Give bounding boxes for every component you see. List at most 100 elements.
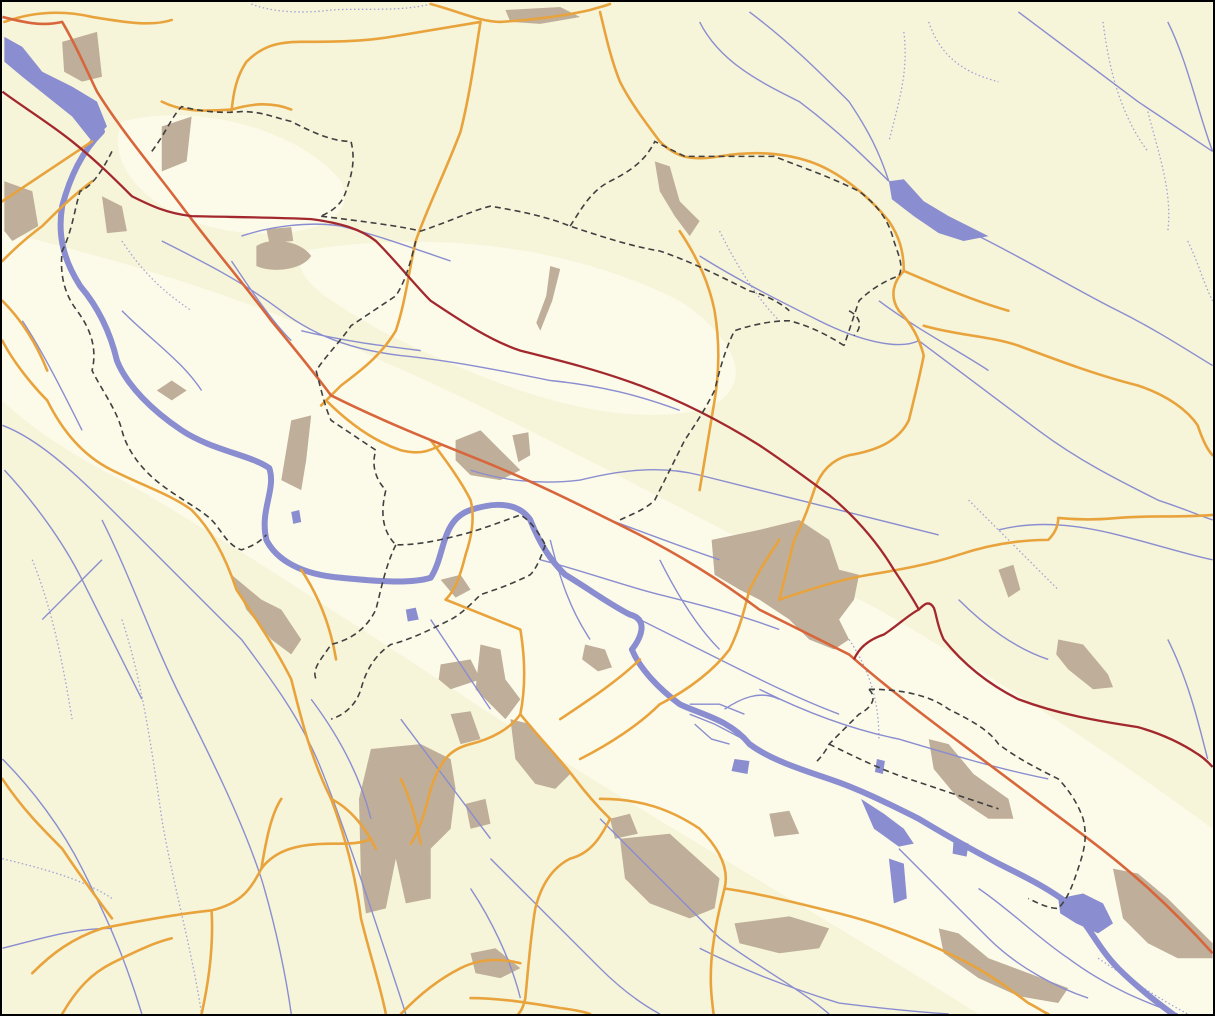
- municipal-boundary: [321, 205, 790, 312]
- municipal-boundary: [848, 310, 861, 337]
- road: [409, 598, 526, 845]
- intermittent-stream: [928, 21, 999, 83]
- road: [519, 712, 612, 821]
- stream: [489, 858, 661, 1014]
- settlement: [450, 711, 481, 745]
- stream: [400, 718, 492, 840]
- road: [30, 837, 373, 975]
- settlement: [582, 644, 612, 672]
- municipal-boundary: [330, 544, 547, 720]
- road: [299, 568, 338, 661]
- road: [922, 324, 1213, 457]
- municipal-boundary: [314, 544, 397, 680]
- stream: [998, 523, 1213, 561]
- stream: [699, 255, 920, 346]
- road: [902, 269, 1010, 313]
- settlement: [4, 181, 39, 242]
- stream: [918, 340, 1213, 521]
- intermittent-stream: [251, 3, 431, 13]
- pond: [874, 759, 885, 774]
- stream: [2, 424, 407, 1014]
- stream: [689, 713, 740, 738]
- stream: [430, 619, 492, 710]
- settlement: [156, 380, 187, 401]
- stream: [898, 848, 1089, 999]
- stream: [241, 223, 451, 262]
- intermittent-stream-layer: [2, 3, 1213, 1014]
- stream: [958, 599, 1049, 661]
- settlement: [654, 161, 700, 237]
- settlement: [734, 916, 830, 954]
- settlement: [470, 948, 521, 979]
- settlement: [512, 432, 531, 463]
- municipal-boundary: [211, 519, 267, 551]
- municipal-boundary: [619, 319, 845, 521]
- stream: [101, 519, 292, 1014]
- road: [678, 229, 720, 492]
- settlement: [609, 813, 638, 839]
- pond: [291, 509, 302, 524]
- settlement: [998, 564, 1021, 598]
- settlement: [266, 227, 294, 244]
- stream: [724, 694, 780, 710]
- stream: [470, 469, 939, 536]
- settlement: [62, 31, 102, 82]
- stream: [469, 888, 522, 999]
- valley-floor: [299, 241, 736, 415]
- river-aare: [57, 128, 1176, 1014]
- road: [429, 438, 474, 601]
- stream: [1167, 21, 1213, 152]
- road: [319, 20, 482, 407]
- settlement: [510, 719, 571, 789]
- settlement: [101, 196, 127, 234]
- road: [578, 538, 781, 761]
- settlement: [1113, 868, 1213, 959]
- stream: [878, 300, 989, 372]
- stream: [659, 559, 721, 650]
- road: [598, 10, 926, 601]
- stream: [121, 310, 203, 391]
- river-wide-section: [4, 36, 107, 142]
- road: [399, 958, 522, 1014]
- intermittent-stream: [31, 559, 73, 720]
- settlement: [536, 265, 561, 331]
- stream: [609, 519, 720, 561]
- settlement: [711, 519, 860, 650]
- settlement: [281, 415, 312, 491]
- municipal-boundary: [60, 151, 213, 521]
- intermittent-stream: [1187, 240, 1213, 302]
- municipal-boundary: [315, 240, 546, 546]
- settlement: [231, 574, 302, 655]
- stream: [978, 235, 1213, 367]
- intermittent-stream: [121, 240, 193, 312]
- stream: [2, 758, 143, 1014]
- stream: [978, 887, 1178, 1014]
- settlement: [938, 928, 1069, 1004]
- stream: [1167, 639, 1209, 760]
- municipal-boundary: [868, 688, 1086, 910]
- road: [160, 100, 233, 112]
- road: [723, 887, 1050, 1014]
- road: [260, 797, 283, 870]
- pond: [860, 798, 914, 847]
- intermittent-stream: [888, 31, 906, 142]
- road: [778, 513, 1213, 601]
- road: [230, 103, 293, 111]
- road: [2, 179, 94, 263]
- settlement: [465, 798, 491, 829]
- road: [329, 797, 378, 850]
- municipal-boundary: [151, 105, 354, 217]
- municipal-boundary: [569, 140, 902, 346]
- road: [60, 937, 174, 1014]
- intermittent-stream: [2, 857, 113, 899]
- municipal-boundary: [813, 688, 874, 765]
- intermittent-stream: [968, 499, 1059, 591]
- road: [2, 299, 49, 372]
- settlement: [438, 659, 481, 690]
- road: [200, 909, 214, 1014]
- road: [2, 140, 94, 203]
- stream: [41, 559, 103, 621]
